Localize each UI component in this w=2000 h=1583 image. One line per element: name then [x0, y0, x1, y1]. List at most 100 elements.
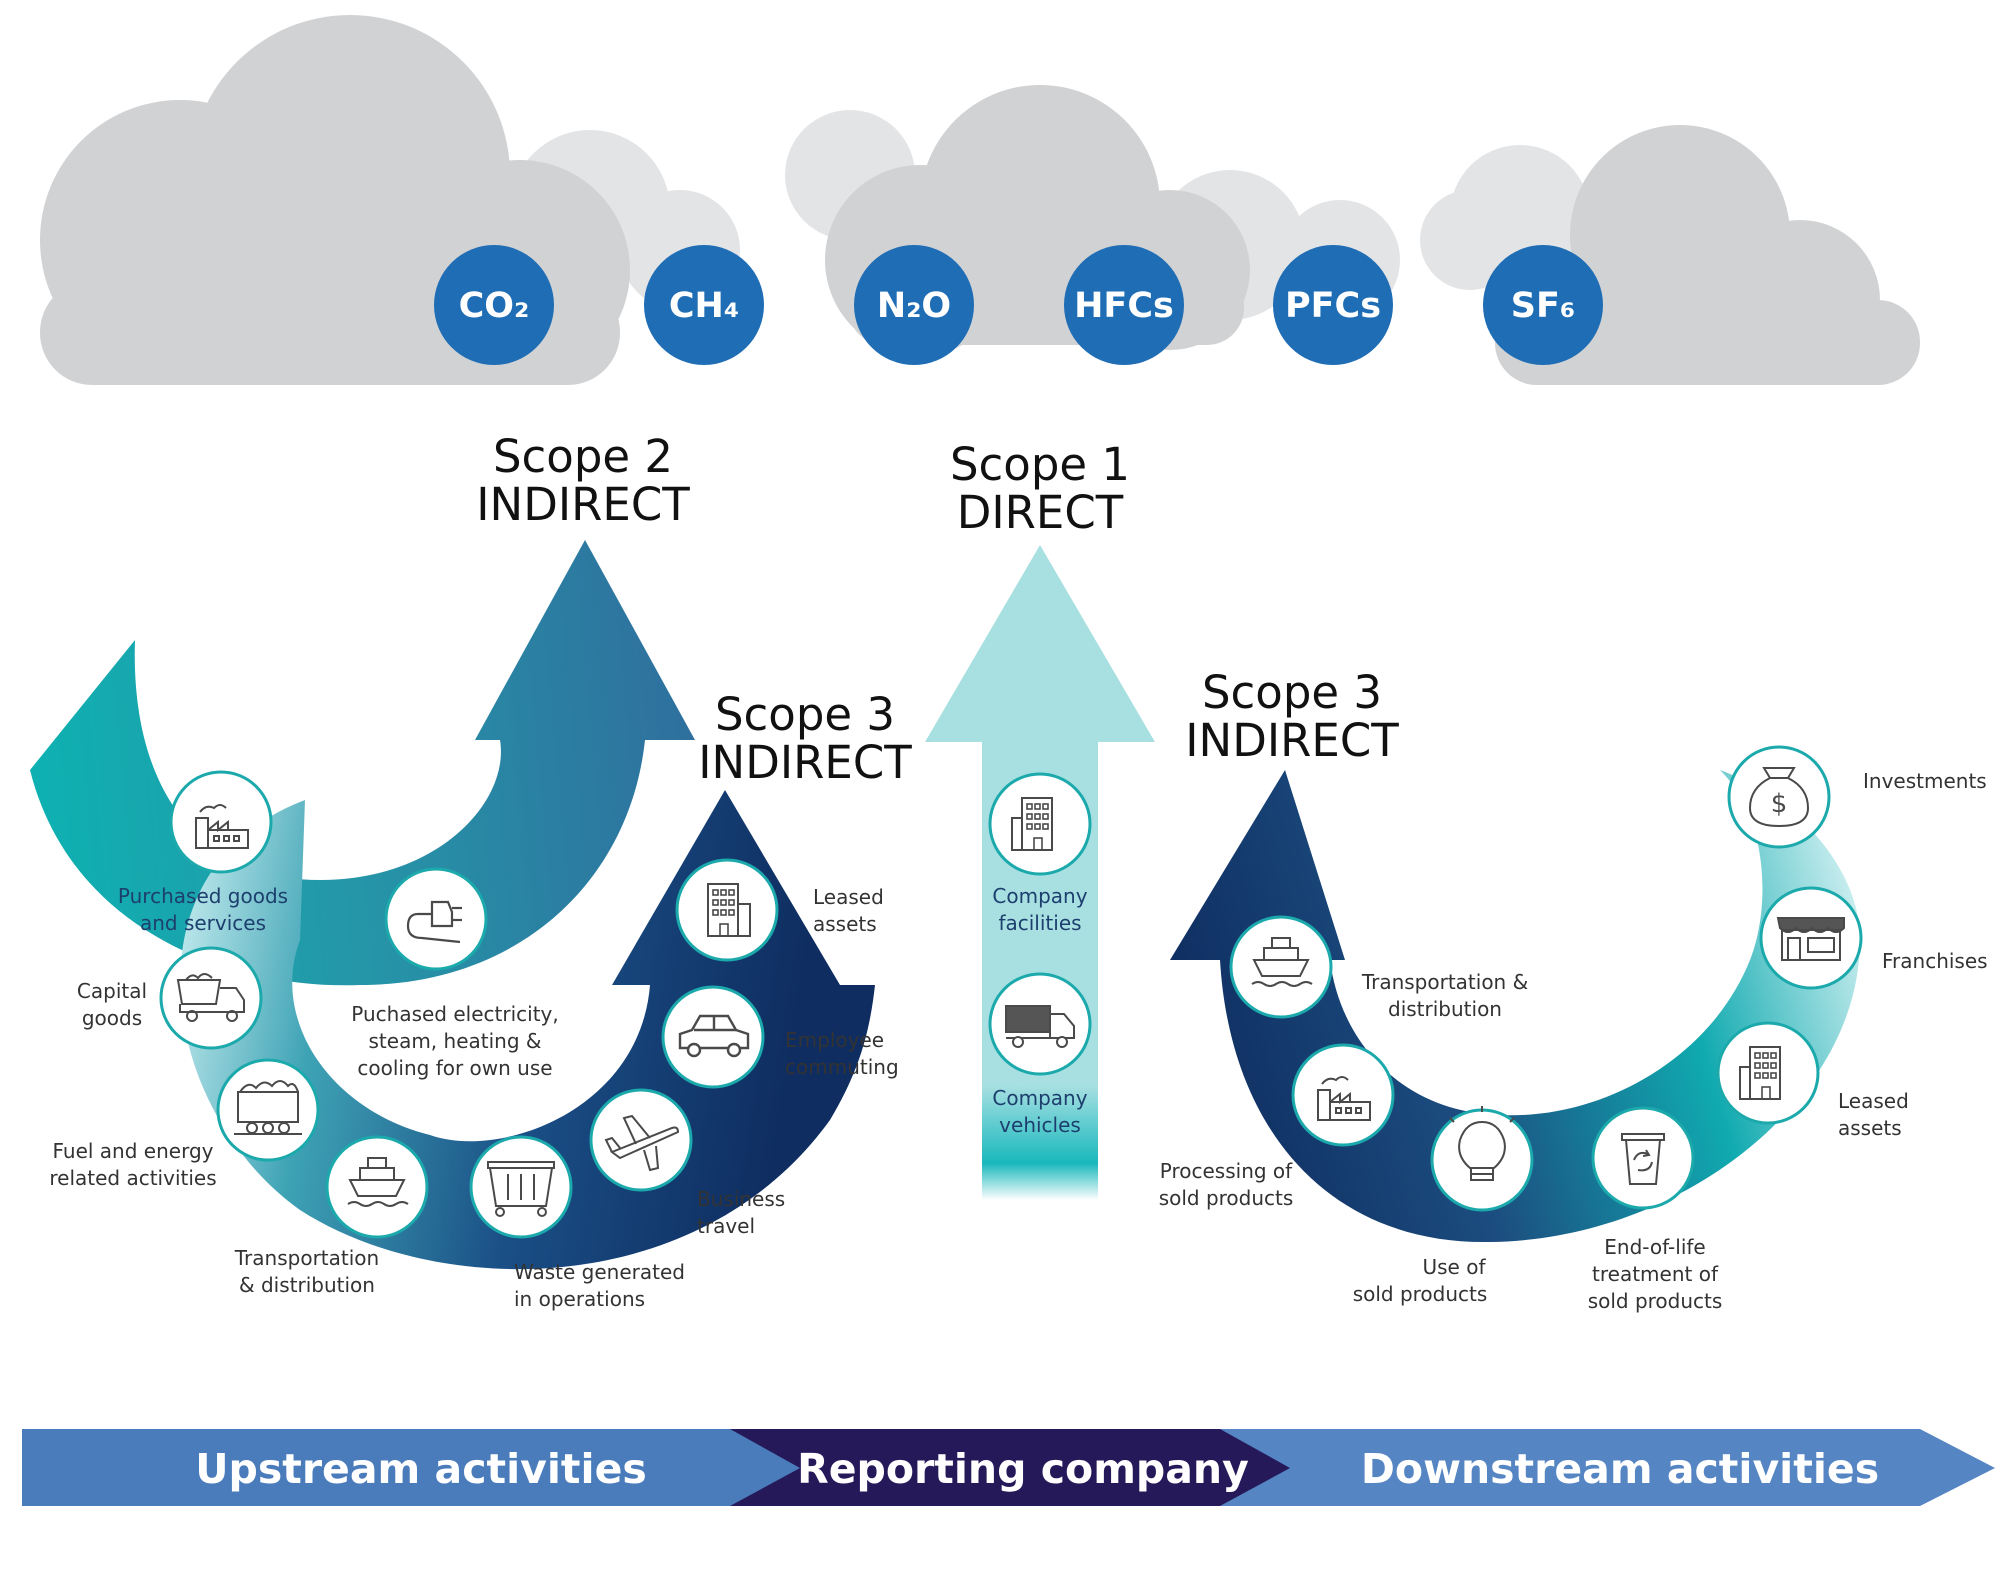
scope1-subtitle: DIRECT [957, 486, 1124, 539]
purchased-goods-label-1: Purchased goods [118, 884, 288, 908]
office-building-icon [1011, 797, 1053, 851]
office-building-icon [1739, 1046, 1781, 1100]
transport-downstream-label-2: distribution [1388, 997, 1502, 1021]
leased-assets-downstream-label-1: Leased [1838, 1089, 1909, 1113]
dumpster-icon [487, 1161, 555, 1217]
storefront-icon [1776, 917, 1845, 961]
waste-label-2: in operations [514, 1287, 645, 1311]
electricity-label-2: steam, heating & [369, 1029, 542, 1053]
gas-circles: CO₂ CH₄ N₂O HFCs PFCs SF₆ [434, 245, 1603, 365]
power-plug-icon [406, 900, 462, 944]
gas-ch4-label: CH₄ [669, 286, 739, 326]
capital-goods-label-2: goods [82, 1006, 142, 1030]
fuel-energy-label-2: related activities [49, 1166, 216, 1190]
scope1-heading: Scope 1 DIRECT [950, 438, 1130, 539]
value-chain-band: Upstream activities Reporting company Do… [22, 1429, 1995, 1506]
transport-downstream-label-1: Transportation & [1361, 970, 1528, 994]
upstream-band-label: Upstream activities [195, 1445, 647, 1493]
ship-icon [347, 1157, 409, 1207]
gas-sf6: SF₆ [1483, 245, 1603, 365]
scope3-up-subtitle: INDIRECT [698, 736, 912, 789]
franchises-item [1759, 886, 1863, 990]
company-facilities-label-1: Company [992, 884, 1087, 908]
capital-goods-label-1: Capital [77, 979, 147, 1003]
upstream-band [22, 1429, 800, 1506]
gas-n2o-label: N₂O [877, 286, 951, 326]
business-travel-label-1: Business [697, 1187, 785, 1211]
gas-co2-label: CO₂ [459, 286, 530, 326]
transport-upstream-item [325, 1135, 429, 1239]
leased-assets-downstream-item [1716, 1021, 1820, 1125]
scope3-down-title: Scope 3 [1202, 666, 1382, 719]
leased-assets-upstream-label-2: assets [813, 912, 877, 936]
gas-co2: CO₂ [434, 245, 554, 365]
office-building-icon [707, 883, 751, 937]
cloud-group [40, 15, 1920, 385]
scope3-up-heading: Scope 3 INDIRECT [698, 688, 912, 789]
company-facilities-label-2: facilities [998, 911, 1081, 935]
gas-hfcs: HFCs [1064, 245, 1184, 365]
scope2-subtitle: INDIRECT [476, 478, 690, 531]
reporting-band [730, 1429, 1290, 1506]
airplane-icon [604, 1114, 680, 1172]
svg-text:$: $ [1771, 789, 1788, 819]
scope3-down-subtitle: INDIRECT [1185, 714, 1399, 767]
scope2-arrow [30, 540, 695, 986]
reporting-band-label: Reporting company [797, 1445, 1249, 1493]
transport-upstream-label-1: Transportation [234, 1246, 379, 1270]
use-sold-products-item [1430, 1106, 1534, 1212]
transport-upstream-label-2: & distribution [239, 1273, 375, 1297]
truck-icon [1005, 1005, 1075, 1048]
scope2-heading: Scope 2 INDIRECT [476, 430, 690, 531]
electricity-label-1: Puchased electricity, [351, 1002, 558, 1026]
gas-n2o: N₂O [854, 245, 974, 365]
light-bulb-icon [1449, 1106, 1515, 1181]
electricity-item [384, 867, 488, 971]
gas-hfcs-label: HFCs [1074, 286, 1174, 326]
scope2-title: Scope 2 [493, 430, 673, 483]
leased-assets-upstream-item [675, 858, 779, 962]
waste-item [469, 1135, 573, 1239]
company-facilities-item [988, 772, 1092, 876]
downstream-band [1180, 1429, 1995, 1506]
scope3-down-heading: Scope 3 INDIRECT [1185, 666, 1399, 767]
electricity-label-3: cooling for own use [357, 1056, 552, 1080]
factory-icon [1317, 1076, 1371, 1121]
business-travel-label-2: travel [697, 1214, 755, 1238]
employee-commuting-label-2: commuting [785, 1055, 899, 1079]
purchased-goods-label-2: and services [140, 911, 266, 935]
car-icon [678, 1014, 750, 1058]
use-sold-products-label-1: Use of [1423, 1255, 1487, 1279]
processing-label-2: sold products [1159, 1186, 1294, 1210]
gas-sf6-label: SF₆ [1511, 286, 1575, 326]
scope1-arrow [925, 545, 1155, 1210]
transport-downstream-item [1229, 915, 1333, 1019]
franchises-label: Franchises [1882, 949, 1988, 973]
employee-commuting-label-1: Employee [785, 1028, 884, 1052]
company-vehicles-item [988, 972, 1092, 1076]
factory-icon [195, 804, 249, 849]
end-of-life-label-2: treatment of [1592, 1262, 1719, 1286]
fuel-energy-label-1: Fuel and energy [53, 1139, 214, 1163]
money-bag-icon: $ [1748, 767, 1810, 828]
use-sold-products-label-2: sold products [1353, 1282, 1488, 1306]
downstream-band-label: Downstream activities [1361, 1445, 1879, 1493]
end-of-life-label-3: sold products [1588, 1289, 1723, 1313]
dump-truck-icon [176, 973, 245, 1022]
gas-pfcs-label: PFCs [1285, 286, 1381, 326]
processing-item [1291, 1043, 1395, 1147]
leased-assets-downstream-label-2: assets [1838, 1116, 1902, 1140]
ship-icon [1251, 937, 1313, 987]
business-travel-item [589, 1088, 693, 1192]
coal-cart-icon [234, 1080, 302, 1135]
investments-item: $ [1727, 745, 1831, 849]
end-of-life-item [1591, 1106, 1695, 1210]
capital-goods-item [159, 946, 263, 1050]
processing-label-1: Processing of [1160, 1159, 1293, 1183]
employee-commuting-item [661, 985, 765, 1089]
investments-label: Investments [1863, 769, 1987, 793]
company-vehicles-label-2: vehicles [999, 1113, 1081, 1137]
company-vehicles-label-1: Company [992, 1086, 1087, 1110]
end-of-life-label-1: End-of-life [1604, 1235, 1705, 1259]
